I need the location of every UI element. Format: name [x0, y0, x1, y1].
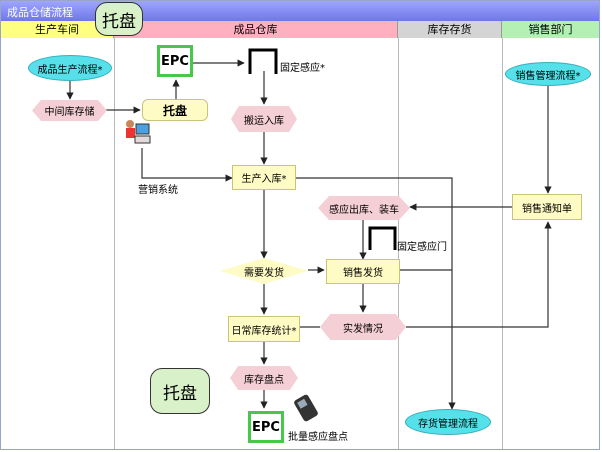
node-move-in: 搬运入库 [231, 106, 297, 132]
epc-top: EPC [157, 45, 193, 77]
lane-sales: 销售部门 [502, 21, 599, 38]
callout-pallet-bottom: 托盘 [150, 368, 210, 414]
lane-divider [398, 38, 399, 449]
epc-bottom: EPC [248, 411, 284, 443]
node-sales-flow: 销售管理流程* [505, 62, 591, 86]
lane-divider [502, 38, 503, 449]
node-sales-ship: 销售发货 [326, 259, 400, 284]
lane-stock: 库存存货 [398, 21, 502, 38]
computer-icon [123, 118, 151, 146]
label-batch-sense: 批量感应盘点 [288, 432, 348, 443]
callout-pallet-top: 托盘 [95, 2, 143, 36]
node-produce-flow: 成品生产流程* [28, 55, 112, 81]
title-bar: 成品仓储流程 [1, 1, 599, 21]
label-fixed-gate: 固定感应门 [397, 242, 447, 253]
scanner-icon [292, 388, 326, 422]
lane-production: 生产车间 [1, 21, 114, 38]
lane-warehouse: 成品仓库 [114, 21, 398, 38]
node-sales-notice: 销售通知单 [512, 194, 582, 220]
node-sense-out: 感应出库、装车 [318, 196, 410, 220]
node-prod-in: 生产入库* [232, 165, 296, 190]
lane-divider [114, 38, 115, 449]
node-stock-flow: 存货管理流程 [405, 409, 491, 435]
node-inventory: 库存盘点 [230, 366, 298, 390]
label-fixed-sensor: 固定感应* [280, 63, 325, 74]
node-actual-ship: 实发情况 [320, 314, 406, 340]
node-daily-stat: 日常库存统计* [228, 316, 300, 342]
diagram-title: 成品仓储流程 [7, 6, 73, 19]
node-pallet: 托盘 [142, 99, 208, 121]
label-system: 营销系统 [138, 185, 178, 196]
node-mid-store: 中间库存储 [32, 100, 107, 121]
